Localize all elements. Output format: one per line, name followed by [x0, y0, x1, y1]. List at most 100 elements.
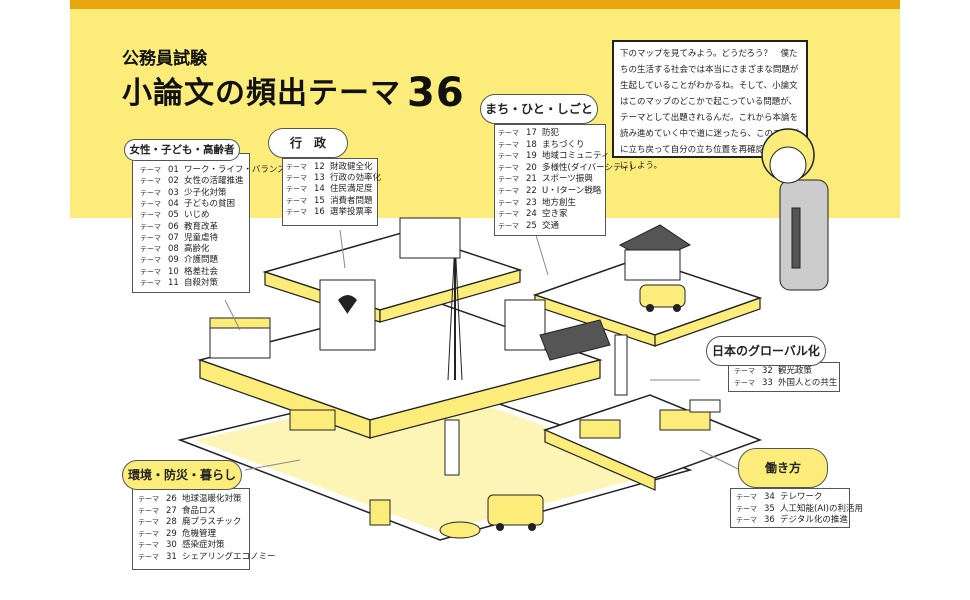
theme-prefix: テーマ — [286, 196, 307, 205]
theme-prefix: テーマ — [498, 175, 519, 184]
theme-prefix: テーマ — [140, 211, 161, 220]
theme-prefix: テーマ — [138, 529, 159, 538]
theme-label: 児童虐待 — [184, 232, 219, 243]
theme-prefix: テーマ — [140, 256, 161, 265]
category-work-style: 働き方 — [738, 448, 828, 488]
theme-item: テーマ 07 児童虐待 — [140, 233, 218, 244]
theme-prefix: テーマ — [138, 495, 159, 503]
theme-prefix: テーマ — [286, 185, 307, 194]
theme-label: 多様性(ダイバーシティ) — [542, 162, 633, 173]
theme-prefix: テーマ — [498, 221, 519, 230]
theme-label: 介護問題 — [184, 255, 219, 266]
theme-number: 03 — [168, 187, 179, 198]
title-number: 36 — [407, 70, 465, 116]
theme-label: 高齢化 — [184, 244, 210, 255]
theme-prefix: テーマ — [498, 163, 519, 172]
theme-prefix: テーマ — [498, 187, 519, 195]
theme-prefix: テーマ — [736, 504, 757, 513]
theme-number: 28 — [166, 517, 177, 528]
theme-label: まちづくり — [542, 139, 585, 150]
theme-label: デジタル化の推進 — [780, 515, 848, 525]
page-subtitle: 公務員試験 — [122, 49, 207, 69]
theme-prefix: テーマ — [498, 198, 519, 207]
theme-label: 食品ロス — [182, 505, 217, 516]
theme-item: テーマ 14 住民満足度 — [286, 184, 373, 195]
theme-label: 自殺対策 — [184, 278, 219, 288]
theme-number: 05 — [168, 210, 179, 221]
theme-number: 20 — [526, 162, 537, 173]
theme-label: 危機管理 — [182, 528, 217, 539]
theme-prefix: テーマ — [140, 279, 161, 287]
theme-item: テーマ 33 外国人との共生 — [734, 378, 837, 389]
theme-number: 18 — [526, 139, 537, 150]
theme-label: 財政健全化 — [330, 162, 373, 172]
theme-label: いじめ — [184, 210, 210, 221]
theme-item: テーマ 04 子どもの貧困 — [140, 199, 235, 210]
theme-number: 24 — [526, 209, 537, 220]
theme-number: 04 — [168, 198, 179, 209]
theme-number: 14 — [314, 184, 325, 195]
theme-prefix: テーマ — [140, 177, 161, 186]
theme-number: 29 — [166, 528, 177, 539]
theme-prefix: テーマ — [498, 140, 519, 149]
theme-number: 17 — [526, 128, 537, 138]
theme-item: テーマ 20 多様性(ダイバーシティ) — [498, 163, 633, 174]
theme-label: ワーク・ライフ・バランス — [184, 165, 286, 175]
theme-number: 26 — [166, 494, 177, 504]
theme-number: 23 — [526, 197, 537, 208]
theme-label: 行政の効率化 — [330, 173, 382, 184]
theme-label: 住民満足度 — [330, 184, 373, 195]
theme-number: 07 — [168, 232, 179, 243]
theme-item: テーマ 11 自殺対策 — [140, 278, 218, 289]
title-text: 小論文の頻出テーマ — [122, 76, 401, 111]
theme-number: 33 — [762, 377, 773, 388]
theme-number: 01 — [168, 165, 179, 175]
panel-globalization — [728, 362, 840, 392]
theme-number: 35 — [764, 503, 775, 514]
theme-prefix: テーマ — [138, 541, 159, 550]
theme-number: 21 — [526, 174, 537, 185]
theme-label: 子どもの貧困 — [184, 198, 236, 209]
panel-town-people-work — [494, 124, 606, 236]
theme-label: 観光政策 — [778, 366, 813, 376]
theme-label: 地域コミュニティ — [542, 151, 610, 162]
theme-prefix: テーマ — [734, 378, 755, 387]
category-town-people-work: まち・ひと・しごと — [480, 94, 598, 124]
theme-prefix: テーマ — [736, 516, 757, 524]
theme-number: 12 — [314, 162, 325, 172]
theme-number: 11 — [168, 278, 179, 288]
theme-item: テーマ 18 まちづくり — [498, 140, 585, 151]
theme-prefix: テーマ — [140, 233, 161, 242]
theme-prefix: テーマ — [140, 199, 161, 208]
theme-label: 外国人との共生 — [778, 377, 838, 388]
theme-label: 格差社会 — [184, 266, 219, 277]
theme-number: 13 — [314, 173, 325, 184]
theme-prefix: テーマ — [140, 222, 161, 231]
theme-prefix: テーマ — [734, 367, 755, 375]
theme-label: 感染症対策 — [182, 540, 225, 551]
theme-number: 34 — [764, 492, 775, 502]
theme-prefix: テーマ — [140, 188, 161, 197]
category-globalization: 日本のグローバル化 — [706, 336, 826, 366]
theme-number: 31 — [166, 552, 177, 562]
theme-number: 10 — [168, 266, 179, 277]
